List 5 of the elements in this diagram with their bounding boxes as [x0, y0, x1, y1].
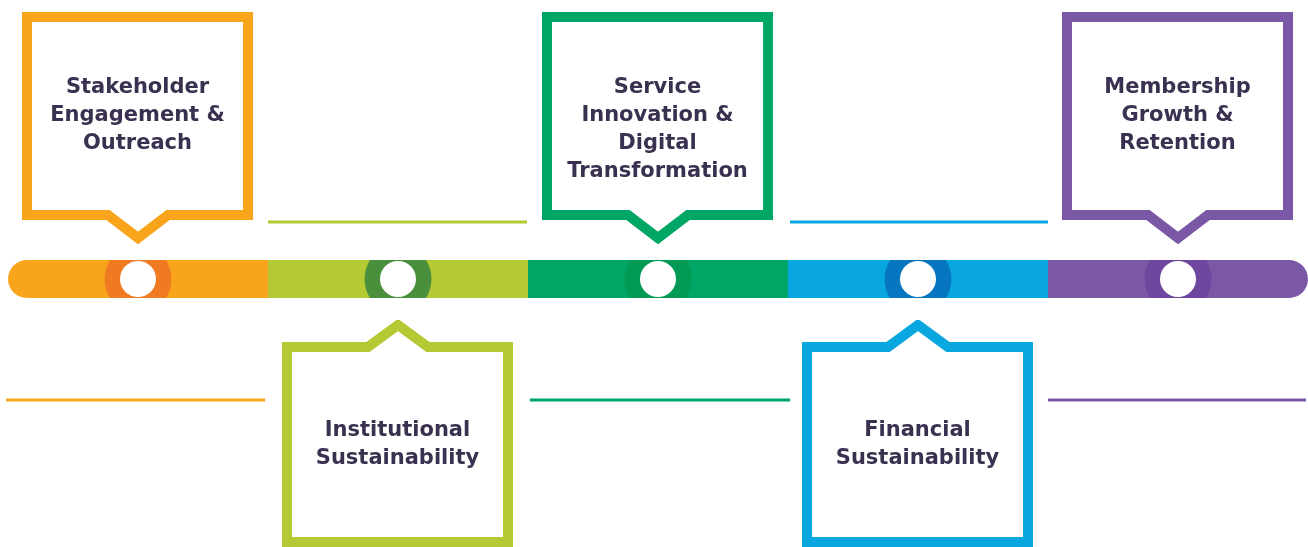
callout-text: Service Innovation & Digital Transformation [566, 73, 749, 184]
callout-text: Stakeholder Engagement & Outreach [49, 73, 226, 156]
callout-text: Financial Sustainability [834, 416, 1001, 471]
callout-text: Membership Growth & Retention [1103, 73, 1252, 156]
callout-text: Institutional Sustainability [314, 416, 481, 471]
